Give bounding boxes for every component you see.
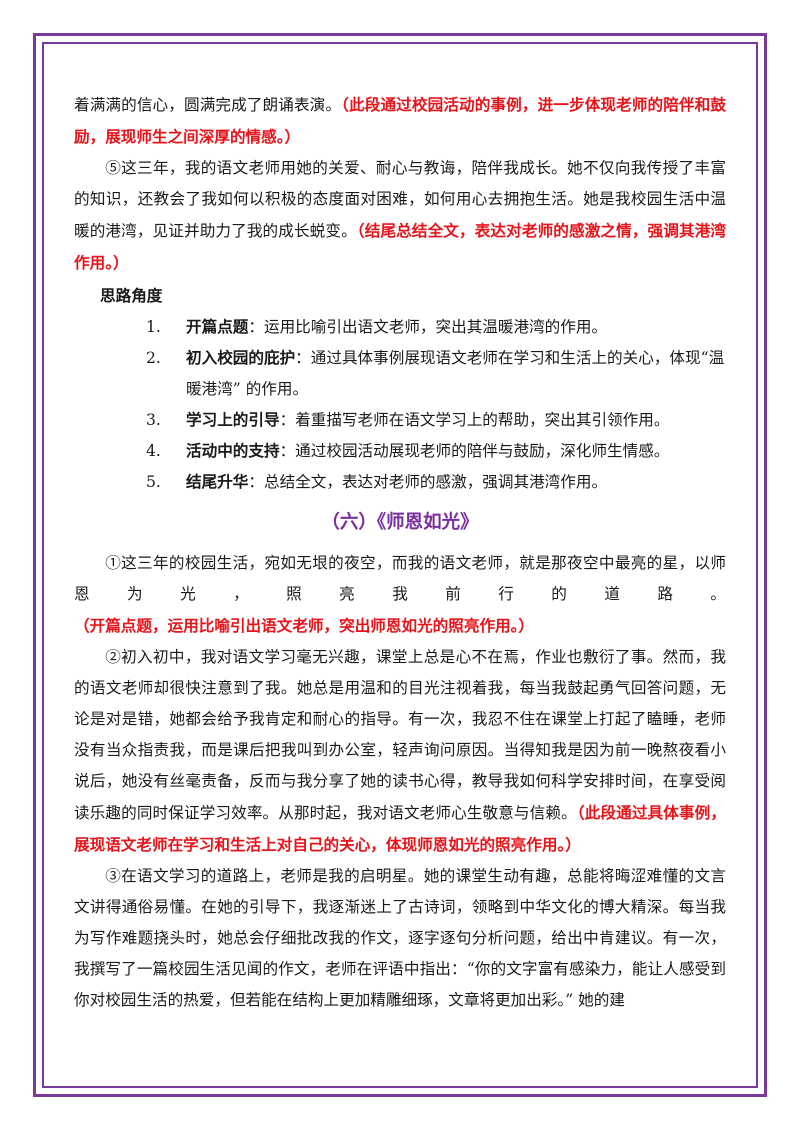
outline-item: 1.开篇点题：运用比喻引出语文老师，突出其温暖港湾的作用。 [146,318,608,336]
page-border-outer [33,33,767,1097]
section-title: （六）《师恩如光》 [321,512,479,533]
page-border-inner [42,42,758,1088]
outline-item: 2.初入校园的庇护：通过具体事例展现语文老师在学习和生活上的关心，体现“温暖港湾… [146,349,725,398]
paragraph-5: ⑤这三年，我的语文老师用她的关爱、耐心与教诲，陪伴我成长。她不仅向我传授了丰富的… [74,159,726,272]
paragraph-intro-end: 着满满的信心，圆满完成了朗诵表演。（此段通过校园活动的事例，进一步体现老师的陪伴… [74,95,726,146]
outline-heading: 思路角度 [100,287,163,305]
annotation: （结尾总结全文，表达对老师的感激之情，强调其港湾作用。） [74,221,726,272]
paragraph-2: ②初入初中，我对语文学习毫无兴趣，课堂上总是心不在焉，作业也敷衍了事。然而，我的… [74,648,726,854]
paragraph-3: ③在语文学习的道路上，老师是我的启明星。她的课堂生动有趣，总能将晦涩难懂的文言文… [74,867,726,1009]
annotation: （开篇点题，运用比喻引出语文老师，突出师恩如光的照亮作用。） [74,616,535,635]
outline-item: 3.学习上的引导：着重描写老师在语文学习上的帮助，突出其引领作用。 [146,411,670,429]
annotation: （此段通过具体事例，展现语文老师在学习和生活上对自己的关心，体现师恩如光的照亮作… [74,803,726,854]
outline-item: 4.活动中的支持：通过校园活动展现老师的陪伴与鼓励，深化师生情感。 [146,442,670,460]
outline-list: 1.开篇点题：运用比喻引出语文老师，突出其温暖港湾的作用。 2.初入校园的庇护：… [74,312,726,498]
outline-item: 5.结尾升华：总结全文，表达对老师的感激，强调其港湾作用。 [146,473,608,491]
document-body: 着满满的信心，圆满完成了朗诵表演。（此段通过校园活动的事例，进一步体现老师的陪伴… [74,89,726,1016]
paragraph-1: ①这三年的校园生活，宛如无垠的夜空，而我的语文老师，就是那夜空中最亮的星，以师恩… [74,554,726,635]
annotation: （此段通过校园活动的事例，进一步体现老师的陪伴和鼓励，展现师生之间深厚的情感。） [74,95,726,146]
